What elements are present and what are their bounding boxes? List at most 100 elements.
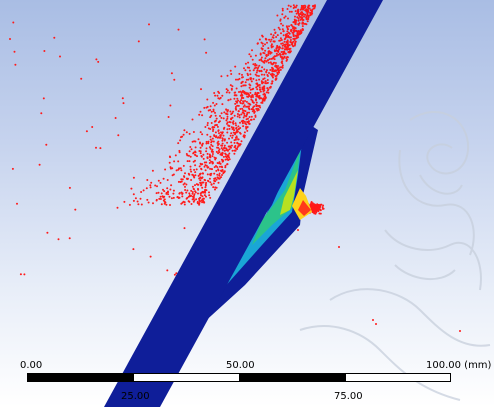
particle [117,134,120,137]
particle [262,78,265,81]
particle [258,86,261,89]
particle [287,28,290,31]
particle [242,100,245,103]
particle [268,38,271,41]
particle [266,87,269,90]
particle [211,155,214,158]
particle [179,139,182,142]
particle [223,144,226,147]
particle [190,189,193,192]
particle [74,208,77,211]
particle [136,200,139,203]
particle [256,91,259,94]
particle [267,54,270,56]
particle [236,130,239,133]
particle [218,162,221,165]
particle [148,23,150,26]
particle [168,195,171,198]
particle [214,111,216,114]
particle [226,110,229,113]
particle [269,69,272,71]
particle [255,107,258,110]
particle [68,237,71,240]
particle [267,91,270,94]
particle [287,51,290,54]
scale-segment-2 [133,373,240,382]
particle [307,10,310,13]
particle [159,195,162,198]
particle [221,174,223,176]
particle [244,100,246,102]
contour-band-red [298,200,311,216]
particle [149,186,152,189]
particle [301,22,304,25]
particle [266,81,269,84]
particle [165,191,168,194]
particle [242,105,245,108]
particle [183,227,186,230]
particle [194,171,197,174]
particle [197,138,200,141]
particle [212,186,215,189]
particle [225,108,228,111]
particle [283,38,286,41]
particle [248,86,251,89]
particle [248,111,250,114]
particle [219,115,221,117]
particle [273,40,276,43]
particle [226,74,229,77]
particle [23,273,26,276]
particle [300,16,303,19]
particle [183,201,186,204]
particle [214,94,217,97]
particle [218,120,221,123]
particle [201,201,204,204]
particle [239,100,241,103]
particle [281,9,284,12]
particle [244,62,247,65]
particle [40,112,43,115]
particle [279,54,282,56]
particle [242,119,245,122]
particle [260,56,263,59]
particle [178,167,181,170]
particle [261,101,264,104]
particle [140,191,143,193]
particle [177,28,180,31]
particle [173,78,176,81]
particle [190,148,193,151]
particle [287,17,289,20]
particle [280,39,283,41]
particle [264,49,267,52]
particle [274,62,277,64]
particle [231,112,234,115]
contour-band-green [252,150,300,245]
particle [212,130,214,132]
particle [276,14,279,17]
particle [220,112,223,115]
particle [249,77,252,80]
particle [189,146,192,148]
particle [248,122,251,125]
particle [237,78,239,81]
particle [276,34,279,37]
particle [270,46,273,49]
particle [221,138,224,140]
particle [226,122,228,125]
particle [146,179,149,181]
particle [283,16,286,19]
particle [261,66,264,69]
particle [206,98,209,101]
particle [229,134,232,137]
particle [235,147,238,150]
particle [245,100,248,103]
particle [254,63,257,65]
particle [237,110,240,113]
particle [235,136,238,139]
particle [255,66,257,69]
particle [172,173,175,176]
particle [209,173,212,176]
particle [243,104,246,107]
particle [297,229,299,231]
